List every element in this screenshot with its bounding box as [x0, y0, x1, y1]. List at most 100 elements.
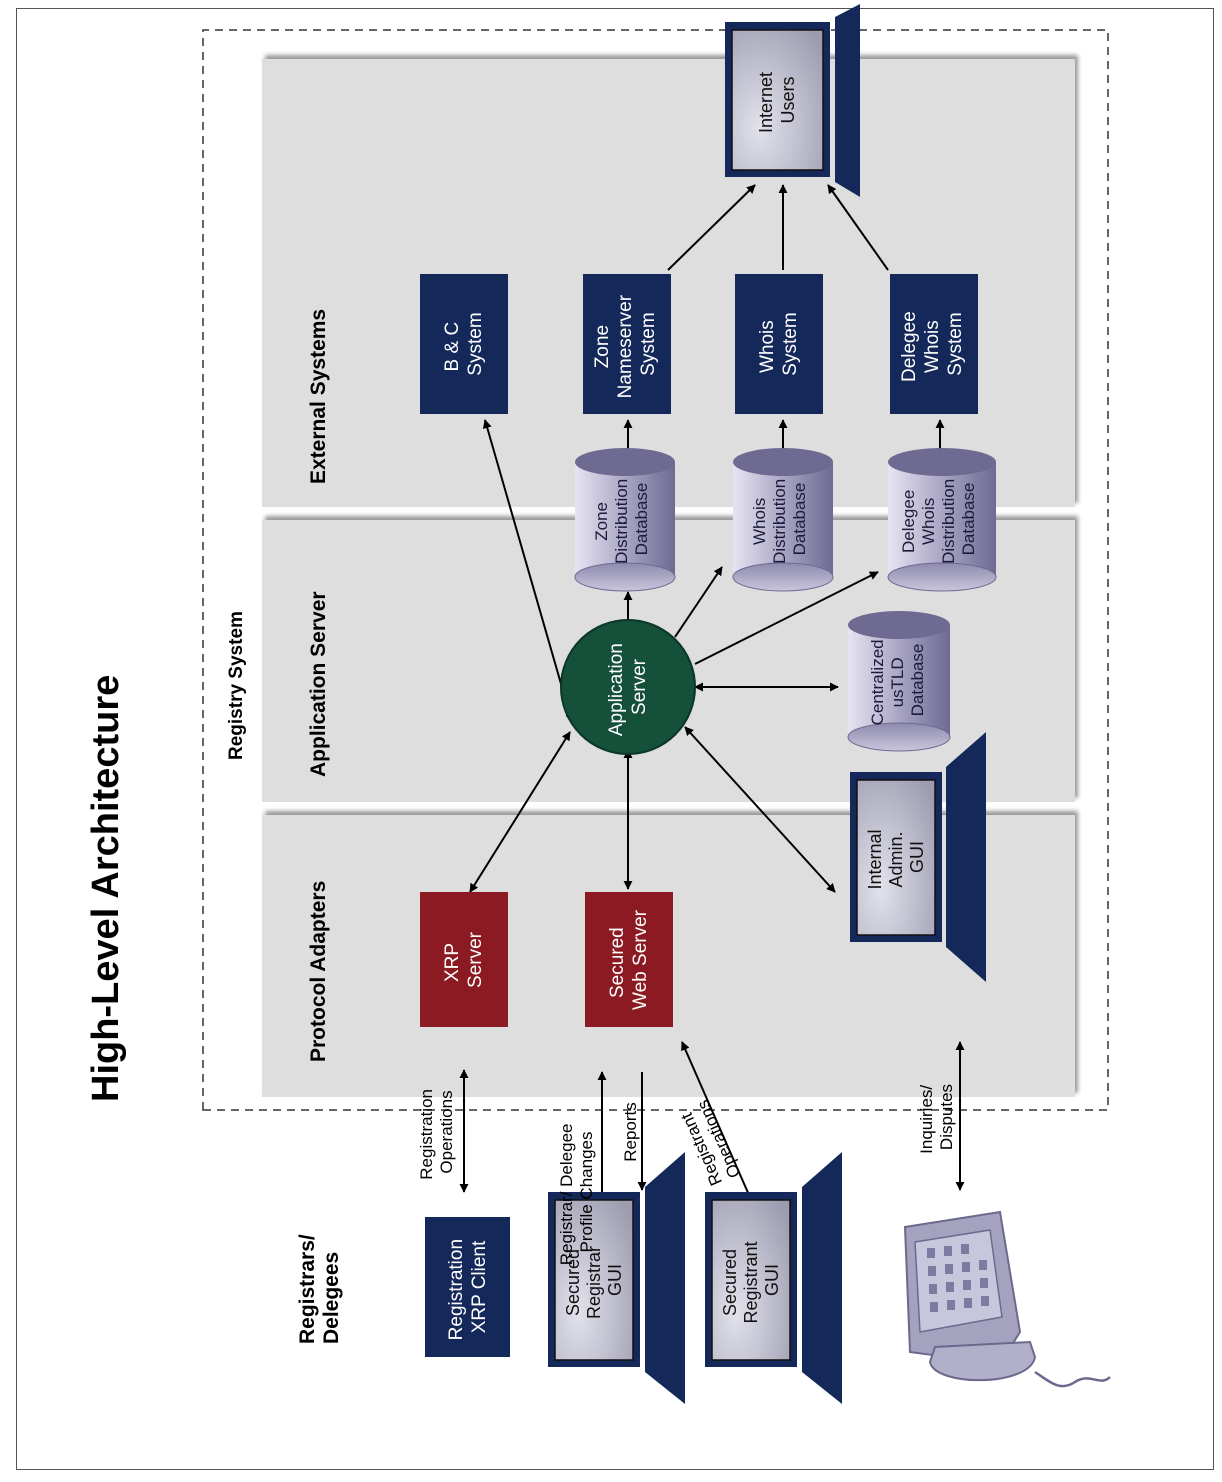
flow-label-profile-changes: Registrar/ Delegee Profile Changes	[557, 1119, 596, 1265]
svg-text:Secured Web Server: Secured Web Server	[607, 909, 651, 1010]
secured-web-server-line: Web Server	[630, 909, 651, 1010]
svg-text:Whois Distribution: Whois Distribution Database	[750, 474, 809, 564]
delegee-whois-distribution-database-line: Delegee	[899, 490, 918, 553]
internet-users-line: Internet	[756, 72, 776, 133]
figure-frame	[16, 8, 1214, 1470]
svg-text:Secured Registrar: Secured Registrar GUI	[563, 1241, 625, 1319]
secured-registrar-gui-line: Registrar	[584, 1246, 604, 1319]
centralized-database-line: Centralized	[868, 639, 887, 725]
svg-text:Secured Registrant: Secured Registrant GUI	[720, 1236, 782, 1323]
flow-label-inquiries-disputes: Inquiries/ Disputes	[917, 1080, 956, 1154]
internet-users-line: Users	[778, 76, 798, 123]
connector-xrp-to-app	[469, 731, 571, 893]
delegee-whois-distribution-database: Delegee Whois Distribution Database	[887, 448, 997, 592]
zone-nameserver-system-line: Zone	[592, 325, 613, 368]
connector-app-to-delegee-whois-db	[694, 571, 879, 665]
delegee-whois-system-line: System	[945, 312, 966, 375]
internal-admin-gui-monitor: Internal Admin. GUI	[850, 732, 986, 982]
registration-xrp-client-node: Registration XRP Client	[425, 1217, 510, 1357]
secured-registrar-gui-line: Secured	[563, 1249, 583, 1316]
svg-text:XRP Server: XRP Server	[442, 931, 486, 988]
centralized-database-line: Database	[908, 644, 927, 717]
svg-text:Centralized usTLD: Centralized usTLD Database	[868, 635, 927, 726]
connector-app-to-whois-db	[674, 566, 723, 638]
secured-web-server-node: Secured Web Server	[585, 892, 673, 1027]
flow-label-line: Registration	[417, 1089, 436, 1180]
zone-distribution-database-line: Zone	[592, 502, 611, 541]
zone-nameserver-system-line: Nameserver	[615, 294, 636, 398]
zone-nameserver-system-line: System	[638, 312, 659, 375]
bc-system-line: System	[465, 312, 486, 375]
connector-delegee-whois-to-internet	[827, 184, 889, 271]
connector-admin-to-app	[684, 726, 836, 893]
whois-system-line: Whois	[757, 320, 778, 373]
whois-distribution-database-line: Whois	[750, 498, 769, 545]
application-server-line: Server	[629, 658, 650, 715]
flow-label-line: Profile Changes	[577, 1132, 596, 1253]
zone-distribution-database-line: Database	[632, 483, 651, 556]
svg-text:Registration XRP Client: Registration XRP Client	[446, 1234, 490, 1341]
svg-text:Zone Distribution: Zone Distribution Database	[592, 474, 651, 564]
flow-label-line: Disputes	[937, 1084, 956, 1150]
flow-label-line: Operations	[437, 1090, 456, 1173]
flow-label-reports: Reports	[621, 1102, 640, 1162]
svg-text:Internal Admin. GU: Internal Admin. GUI	[865, 824, 927, 889]
whois-distribution-database-line: Distribution	[770, 479, 789, 564]
delegee-whois-distribution-database-line: Distribution	[939, 479, 958, 564]
secured-registrant-gui-line: GUI	[762, 1264, 782, 1296]
svg-text:Application Server: Application Server	[606, 638, 650, 736]
secured-registrant-gui-line: Secured	[720, 1249, 740, 1316]
centralized-database: Centralized usTLD Database	[847, 611, 951, 752]
flow-label-line: Inquiries/	[917, 1085, 936, 1154]
whois-distribution-database: Whois Distribution Database	[732, 448, 834, 592]
flow-label-registration-operations: Registration Operations	[417, 1084, 456, 1179]
svg-text:Whois System: Whois System	[757, 312, 801, 375]
lane-heading-registrars: Registrars/ Delegees	[296, 1228, 343, 1344]
svg-text:Zone Nameserver Sy: Zone Nameserver System	[592, 290, 659, 399]
application-server-line: Application	[606, 643, 627, 736]
lane-heading-application-server: Application Server	[307, 591, 330, 777]
delegee-whois-distribution-database-line: Database	[959, 483, 978, 556]
internal-admin-gui-line: Internal	[865, 829, 885, 889]
internal-admin-gui-line: Admin.	[886, 831, 906, 887]
secured-registrant-gui-monitor: Secured Registrant GUI	[705, 1152, 842, 1404]
internet-users-monitor: Internet Users	[725, 4, 860, 197]
connector-nameserver-to-internet	[667, 184, 756, 271]
secured-registrar-gui-monitor: Secured Registrar GUI	[548, 1152, 685, 1404]
secured-registrant-gui-line: Registrant	[741, 1241, 761, 1323]
flow-label-registrant-operations: Registrant Operations	[675, 1097, 744, 1189]
zone-distribution-database: Zone Distribution Database	[574, 448, 676, 592]
application-server-node: Application Server	[560, 619, 696, 755]
svg-text:B & C System: B & C System	[442, 312, 486, 375]
whois-distribution-database-line: Database	[790, 483, 809, 556]
svg-text:Internet Users: Internet Users	[756, 67, 798, 133]
svg-text:Delegee Whois Dist: Delegee Whois Distribution Database	[899, 474, 978, 564]
lane-heading-protocol-adapters: Protocol Adapters	[307, 881, 330, 1062]
bc-system-line: B & C	[442, 322, 463, 372]
delegee-whois-distribution-database-line: Whois	[919, 498, 938, 545]
centralized-database-line: usTLD	[888, 657, 907, 707]
lane-heading-registrars-line: Delegees	[320, 1252, 343, 1344]
registration-xrp-client-line: Registration	[446, 1239, 467, 1340]
registry-system-label: Registry System	[226, 611, 247, 760]
registry-system-boundary	[202, 29, 1109, 1111]
connector-bc-to-app	[482, 419, 575, 723]
zone-distribution-database-line: Distribution	[612, 479, 631, 564]
delegee-whois-system-line: Delegee	[899, 311, 920, 382]
registration-xrp-client-line: XRP Client	[469, 1240, 490, 1333]
telephone-icon	[903, 1210, 1111, 1388]
page-title: High-Level Architecture	[85, 675, 127, 1102]
flow-label-line: Registrar/ Delegee	[557, 1123, 576, 1265]
lane-heading-registrars-line: Registrars/	[296, 1234, 319, 1344]
bc-system-node: B & C System	[420, 274, 508, 414]
zone-nameserver-system-node: Zone Nameserver System	[583, 274, 671, 414]
lane-heading-external-systems: External Systems	[307, 309, 330, 484]
svg-text:Delegee Whois Syst: Delegee Whois System	[899, 306, 966, 382]
xrp-server-node: XRP Server	[420, 892, 508, 1027]
connectors	[459, 184, 965, 1268]
xrp-server-line: XRP	[442, 943, 463, 982]
delegee-whois-system-line: Whois	[922, 320, 943, 373]
internal-admin-gui-line: GUI	[907, 841, 927, 873]
secured-web-server-line: Secured	[607, 927, 628, 998]
